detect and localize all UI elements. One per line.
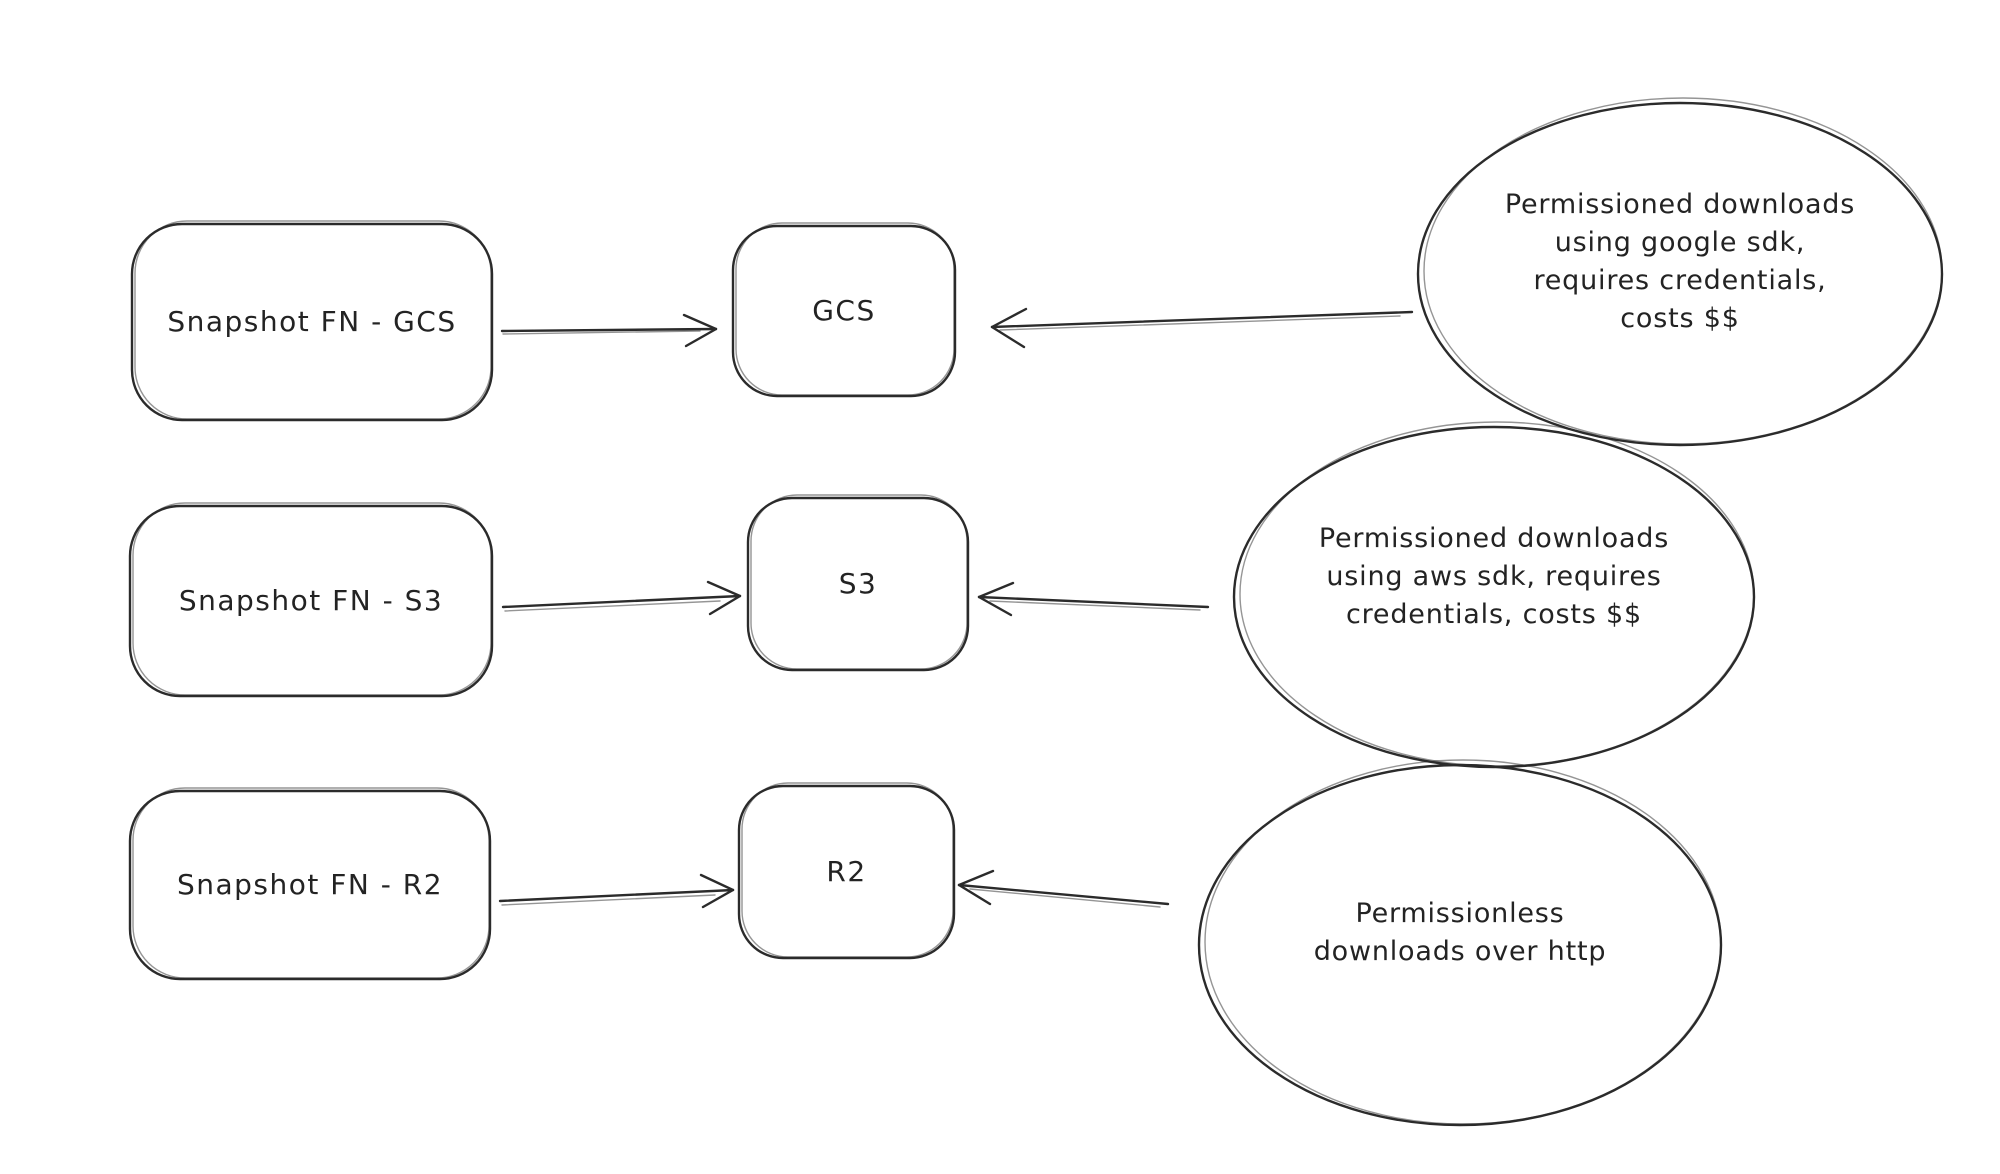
arrow-note-to-storage-gcs: [990, 310, 1414, 329]
source-box-s3: [128, 504, 494, 698]
storage-box-r2-label: R2: [826, 855, 867, 888]
source-box-s3-sketch: [132, 502, 492, 696]
arrowhead-source-to-storage-gcs: [682, 313, 718, 348]
note-ellipse-r2-sketch: [1204, 759, 1722, 1125]
storage-box-r2-sketch: [741, 782, 954, 958]
note-ellipse-s3-text: Permissioned downloads using aws sdk, re…: [1318, 523, 1670, 630]
source-box-gcs-sketch: [134, 220, 492, 420]
arrowhead-note-to-storage-gcs: [990, 307, 1028, 349]
row-r2: [128, 759, 1723, 1127]
storage-box-r2: [737, 784, 956, 960]
arrow-source-to-storage-s3-sketch: [504, 600, 721, 612]
storage-box-s3-label: S3: [838, 567, 878, 600]
arrow-note-to-storage-r2-sketch: [969, 888, 1161, 908]
arrow-note-to-storage-gcs-sketch: [999, 315, 1401, 331]
arrow-source-to-storage-gcs: [500, 327, 718, 333]
arrow-source-to-storage-r2: [498, 888, 735, 903]
arrow-source-to-storage-gcs-sketch: [502, 330, 701, 335]
arrowhead-note-to-storage-s3: [977, 581, 1015, 617]
storage-box-s3-sketch: [750, 494, 968, 670]
arrow-note-to-storage-s3: [977, 595, 1210, 609]
arrow-source-to-storage-r2-sketch: [501, 894, 716, 906]
arrowhead-source-to-storage-r2: [699, 873, 735, 909]
note-ellipse-r2-text: Permissionless downloads over http: [1313, 898, 1607, 967]
arrow-source-to-storage-s3: [501, 594, 742, 609]
storage-box-gcs-label: GCS: [812, 294, 876, 327]
row-gcs: [130, 97, 1944, 447]
source-box-s3-label: Snapshot FN - S3: [178, 584, 444, 617]
note-ellipse-gcs-sketch: [1423, 97, 1943, 445]
source-box-gcs-label: Snapshot FN - GCS: [167, 305, 457, 338]
arrowhead-source-to-storage-s3: [706, 580, 742, 616]
arrow-note-to-storage-r2: [957, 883, 1170, 906]
source-box-r2: [128, 789, 492, 981]
arrow-note-to-storage-s3-sketch: [989, 600, 1201, 611]
storage-box-s3: [746, 496, 970, 672]
storage-box-gcs: [731, 224, 957, 398]
source-box-r2-label: Snapshot FN - R2: [176, 868, 444, 901]
note-ellipse-gcs-text: Permissioned downloads using google sdk,…: [1504, 189, 1856, 334]
source-box-gcs: [130, 222, 494, 422]
arrowhead-note-to-storage-r2: [957, 869, 995, 906]
storage-box-gcs-sketch: [735, 222, 955, 396]
source-box-r2-sketch: [132, 787, 490, 979]
